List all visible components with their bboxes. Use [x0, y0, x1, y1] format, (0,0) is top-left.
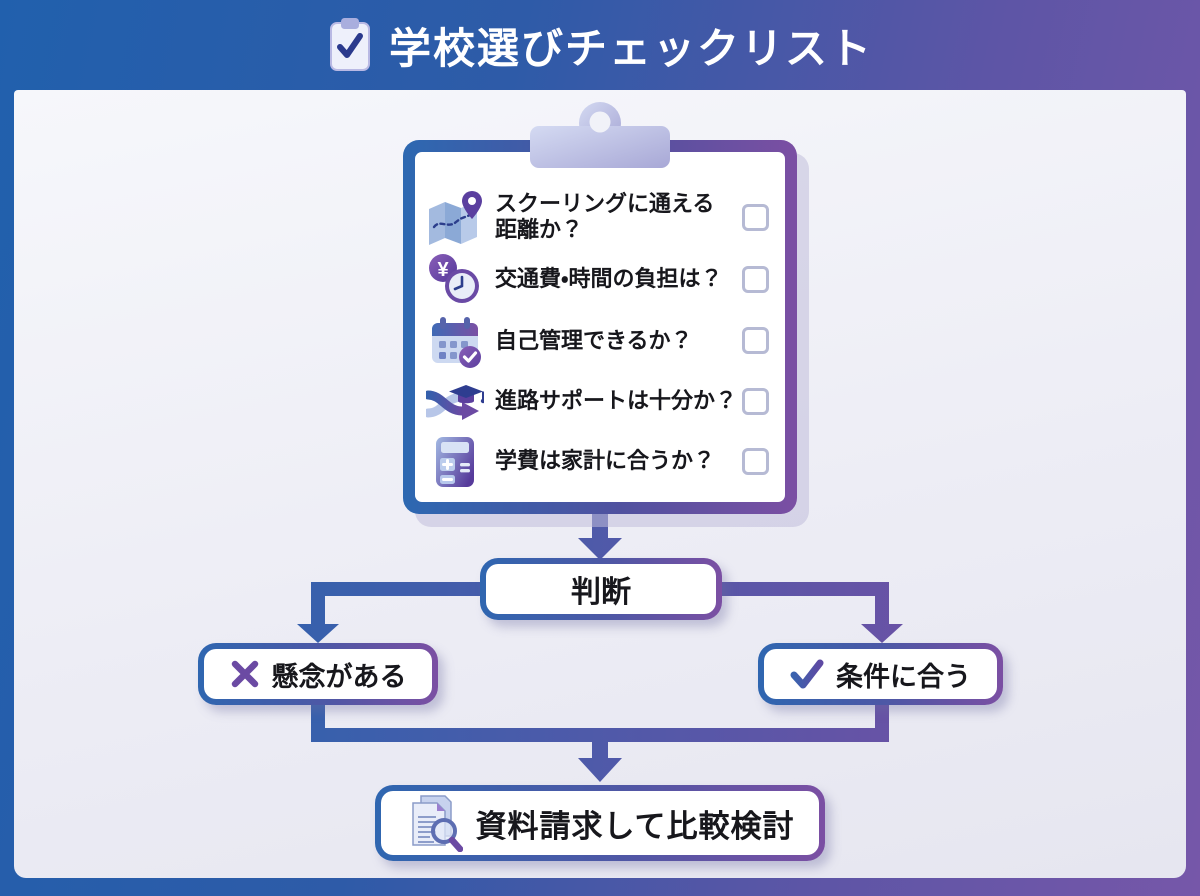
svg-text:¥: ¥ [437, 259, 449, 281]
document-search-icon [412, 795, 464, 852]
checklist-item: スクーリングに通える 距離か？ [425, 189, 773, 246]
checklist-item-label: 交通費・時間の負担は？ [495, 266, 723, 292]
calculator-icon [425, 435, 485, 489]
page-title: 学校選びチェックリスト [388, 24, 873, 72]
decision-label: 判断 [571, 576, 631, 609]
checklist-item: 進路サポートは十分か？ [425, 375, 773, 427]
checkbox[interactable] [742, 387, 769, 415]
checklist-item-label: 学費は家計に合うか？ [495, 448, 716, 474]
checklist-item: 学費は家計に合うか？ [425, 435, 773, 489]
checkbox[interactable] [742, 448, 769, 476]
clipboard-clip [530, 102, 670, 168]
map-location-icon [425, 189, 485, 246]
check-mark-icon [790, 659, 824, 689]
checkbox[interactable] [742, 203, 769, 231]
checklist-item-label: 進路サポートは十分か？ [495, 387, 738, 413]
branch-positive-label: 条件に合う [836, 661, 971, 692]
calendar-check-icon [425, 314, 485, 368]
result-label: 資料請求して比較検討 [475, 808, 795, 844]
clipboard-check-icon [329, 18, 370, 71]
content-panel: スクーリングに通える 距離か？ ¥ [14, 90, 1186, 878]
header: 学校選びチェックリスト [0, 0, 1200, 90]
branch-positive-box: 条件に合う [758, 643, 1003, 705]
checklist-clipboard: スクーリングに通える 距離か？ ¥ [403, 140, 797, 514]
checklist-board: スクーリングに通える 距離か？ ¥ [415, 152, 785, 502]
x-mark-icon [231, 660, 258, 688]
checklist-item: ¥ 交通費・時間の負担は？ [425, 253, 773, 307]
checklist-item: 自己管理できるか？ [425, 314, 773, 368]
career-path-icon [425, 375, 485, 427]
branch-negative-box: 懸念がある [198, 643, 438, 705]
checklist-item-label: 自己管理できるか？ [495, 327, 693, 353]
checklist-item-label: スクーリングに通える 距離か？ [495, 190, 715, 243]
branch-negative-label: 懸念がある [271, 661, 407, 692]
decision-box: 判断 [480, 558, 722, 620]
yen-clock-icon: ¥ [425, 253, 485, 307]
result-box: 資料請求して比較検討 [375, 785, 825, 861]
checkbox[interactable] [742, 266, 769, 294]
checkbox[interactable] [742, 327, 769, 355]
